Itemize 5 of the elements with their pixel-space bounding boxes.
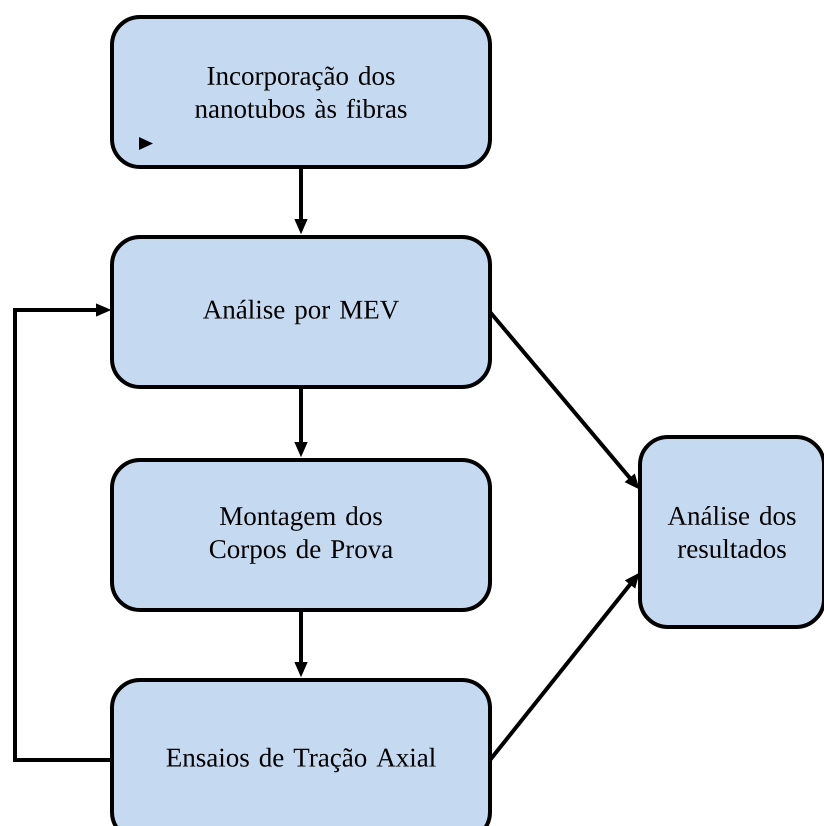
- process-box: Incorporação dos nanotubos às fibras: [110, 15, 492, 169]
- process-box: Análise dos resultados: [638, 435, 824, 629]
- process-box: Análise por MEV: [110, 235, 492, 389]
- process-box: Montagem dos Corpos de Prova: [110, 458, 492, 612]
- process-box: Ensaios de Tração Axial: [110, 678, 492, 826]
